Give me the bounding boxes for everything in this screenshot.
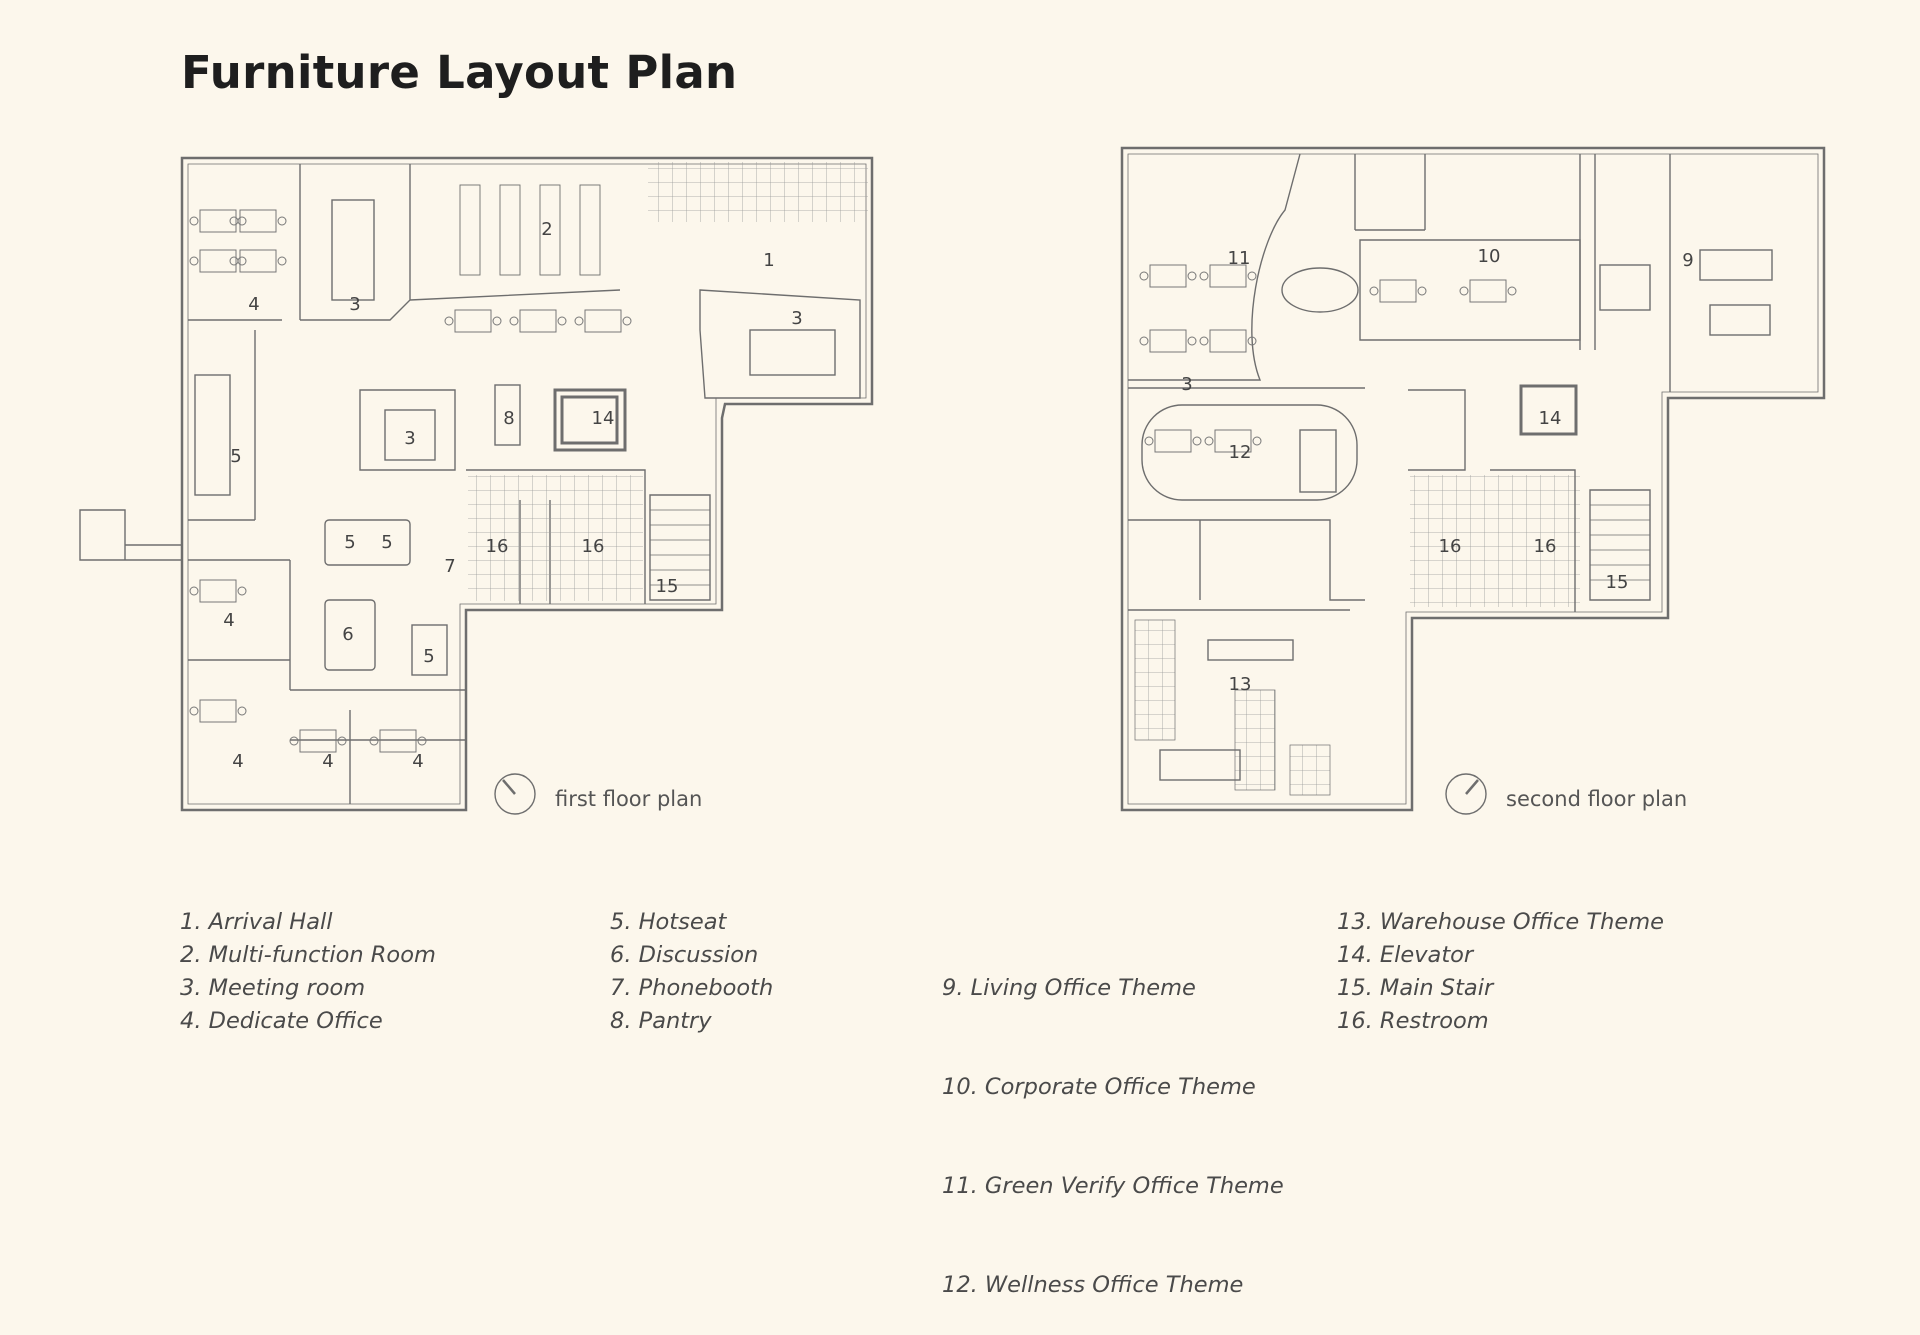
legend-column-2: 5. Hotseat 6. Discussion 7. Phonebooth 8… bbox=[610, 906, 773, 1038]
room-label: 4 bbox=[322, 751, 333, 772]
legend-item: 2. Multi-function Room bbox=[180, 942, 436, 968]
legend-item: 5. Hotseat bbox=[610, 909, 727, 935]
room-label: 5 bbox=[423, 646, 434, 667]
room-label: 15 bbox=[1606, 572, 1629, 593]
room-label: 7 bbox=[444, 556, 455, 577]
legend-item: 10. Corporate Office Theme bbox=[942, 1074, 1256, 1100]
first-floor-caption: first floor plan bbox=[555, 787, 702, 811]
legend-item: 9. Living Office Theme bbox=[942, 975, 1196, 1001]
room-label: 2 bbox=[541, 219, 552, 240]
room-label: 5 bbox=[230, 446, 241, 467]
legend-column-1: 1. Arrival Hall 2. Multi-function Room 3… bbox=[180, 906, 436, 1038]
legend-item: 1. Arrival Hall bbox=[180, 909, 333, 935]
room-label: 16 bbox=[1534, 536, 1557, 557]
second-floor-room-numbers: 9 10 11 3 12 13 14 15 16 16 bbox=[1181, 246, 1693, 695]
room-label: 5 bbox=[344, 532, 355, 553]
room-label: 4 bbox=[232, 751, 243, 772]
second-floor-caption: second floor plan bbox=[1506, 787, 1687, 811]
legend-item: 13. Warehouse Office Theme bbox=[1337, 909, 1665, 935]
legend-item: 16. Restroom bbox=[1337, 1008, 1489, 1034]
legend-item: 12. Wellness Office Theme bbox=[942, 1272, 1244, 1298]
room-label: 13 bbox=[1229, 674, 1252, 695]
legend-item: 15. Main Stair bbox=[1337, 975, 1494, 1001]
legend-item: 3. Meeting room bbox=[180, 975, 366, 1001]
room-label: 4 bbox=[248, 294, 259, 315]
room-label: 12 bbox=[1229, 442, 1252, 463]
legend-item: 14. Elevator bbox=[1337, 942, 1474, 968]
room-label: 14 bbox=[1539, 408, 1562, 429]
room-label: 16 bbox=[486, 536, 509, 557]
room-label: 11 bbox=[1228, 248, 1251, 269]
room-label: 16 bbox=[582, 536, 605, 557]
room-label: 3 bbox=[1181, 374, 1192, 395]
room-label: 5 bbox=[381, 532, 392, 553]
room-label: 16 bbox=[1439, 536, 1462, 557]
room-label: 3 bbox=[404, 428, 415, 449]
room-label: 8 bbox=[503, 408, 514, 429]
room-label: 15 bbox=[656, 576, 679, 597]
room-label: 6 bbox=[342, 624, 353, 645]
legend-item: 6. Discussion bbox=[610, 942, 759, 968]
first-floor-plan bbox=[79, 156, 874, 815]
legend-item: 11. Green Verify Office Theme bbox=[942, 1173, 1284, 1199]
room-label: 4 bbox=[412, 751, 423, 772]
room-label: 10 bbox=[1478, 246, 1501, 267]
page-title: Furniture Layout Plan bbox=[181, 46, 738, 99]
room-label: 3 bbox=[349, 294, 360, 315]
room-label: 4 bbox=[223, 610, 234, 631]
legend-item: 8. Pantry bbox=[610, 1008, 712, 1034]
legend-column-4: 13. Warehouse Office Theme 14. Elevator … bbox=[1337, 906, 1664, 1038]
legend-item: 4. Dedicate Office bbox=[180, 1008, 383, 1034]
room-label: 14 bbox=[592, 408, 615, 429]
legend-column-3: 9. Living Office Theme 10. Corporate Off… bbox=[942, 906, 1284, 1335]
room-label: 3 bbox=[791, 308, 802, 329]
first-floor-room-numbers: 1 2 3 3 3 4 4 4 4 4 5 5 5 5 6 7 8 14 15 … bbox=[223, 219, 802, 772]
legend-item: 7. Phonebooth bbox=[610, 975, 774, 1001]
room-label: 1 bbox=[763, 250, 774, 271]
room-label: 9 bbox=[1682, 250, 1693, 271]
second-floor-plan bbox=[1120, 146, 1826, 815]
floor-plans: 1 2 3 3 3 4 4 4 4 4 5 5 5 5 6 7 8 14 15 … bbox=[79, 146, 1826, 815]
